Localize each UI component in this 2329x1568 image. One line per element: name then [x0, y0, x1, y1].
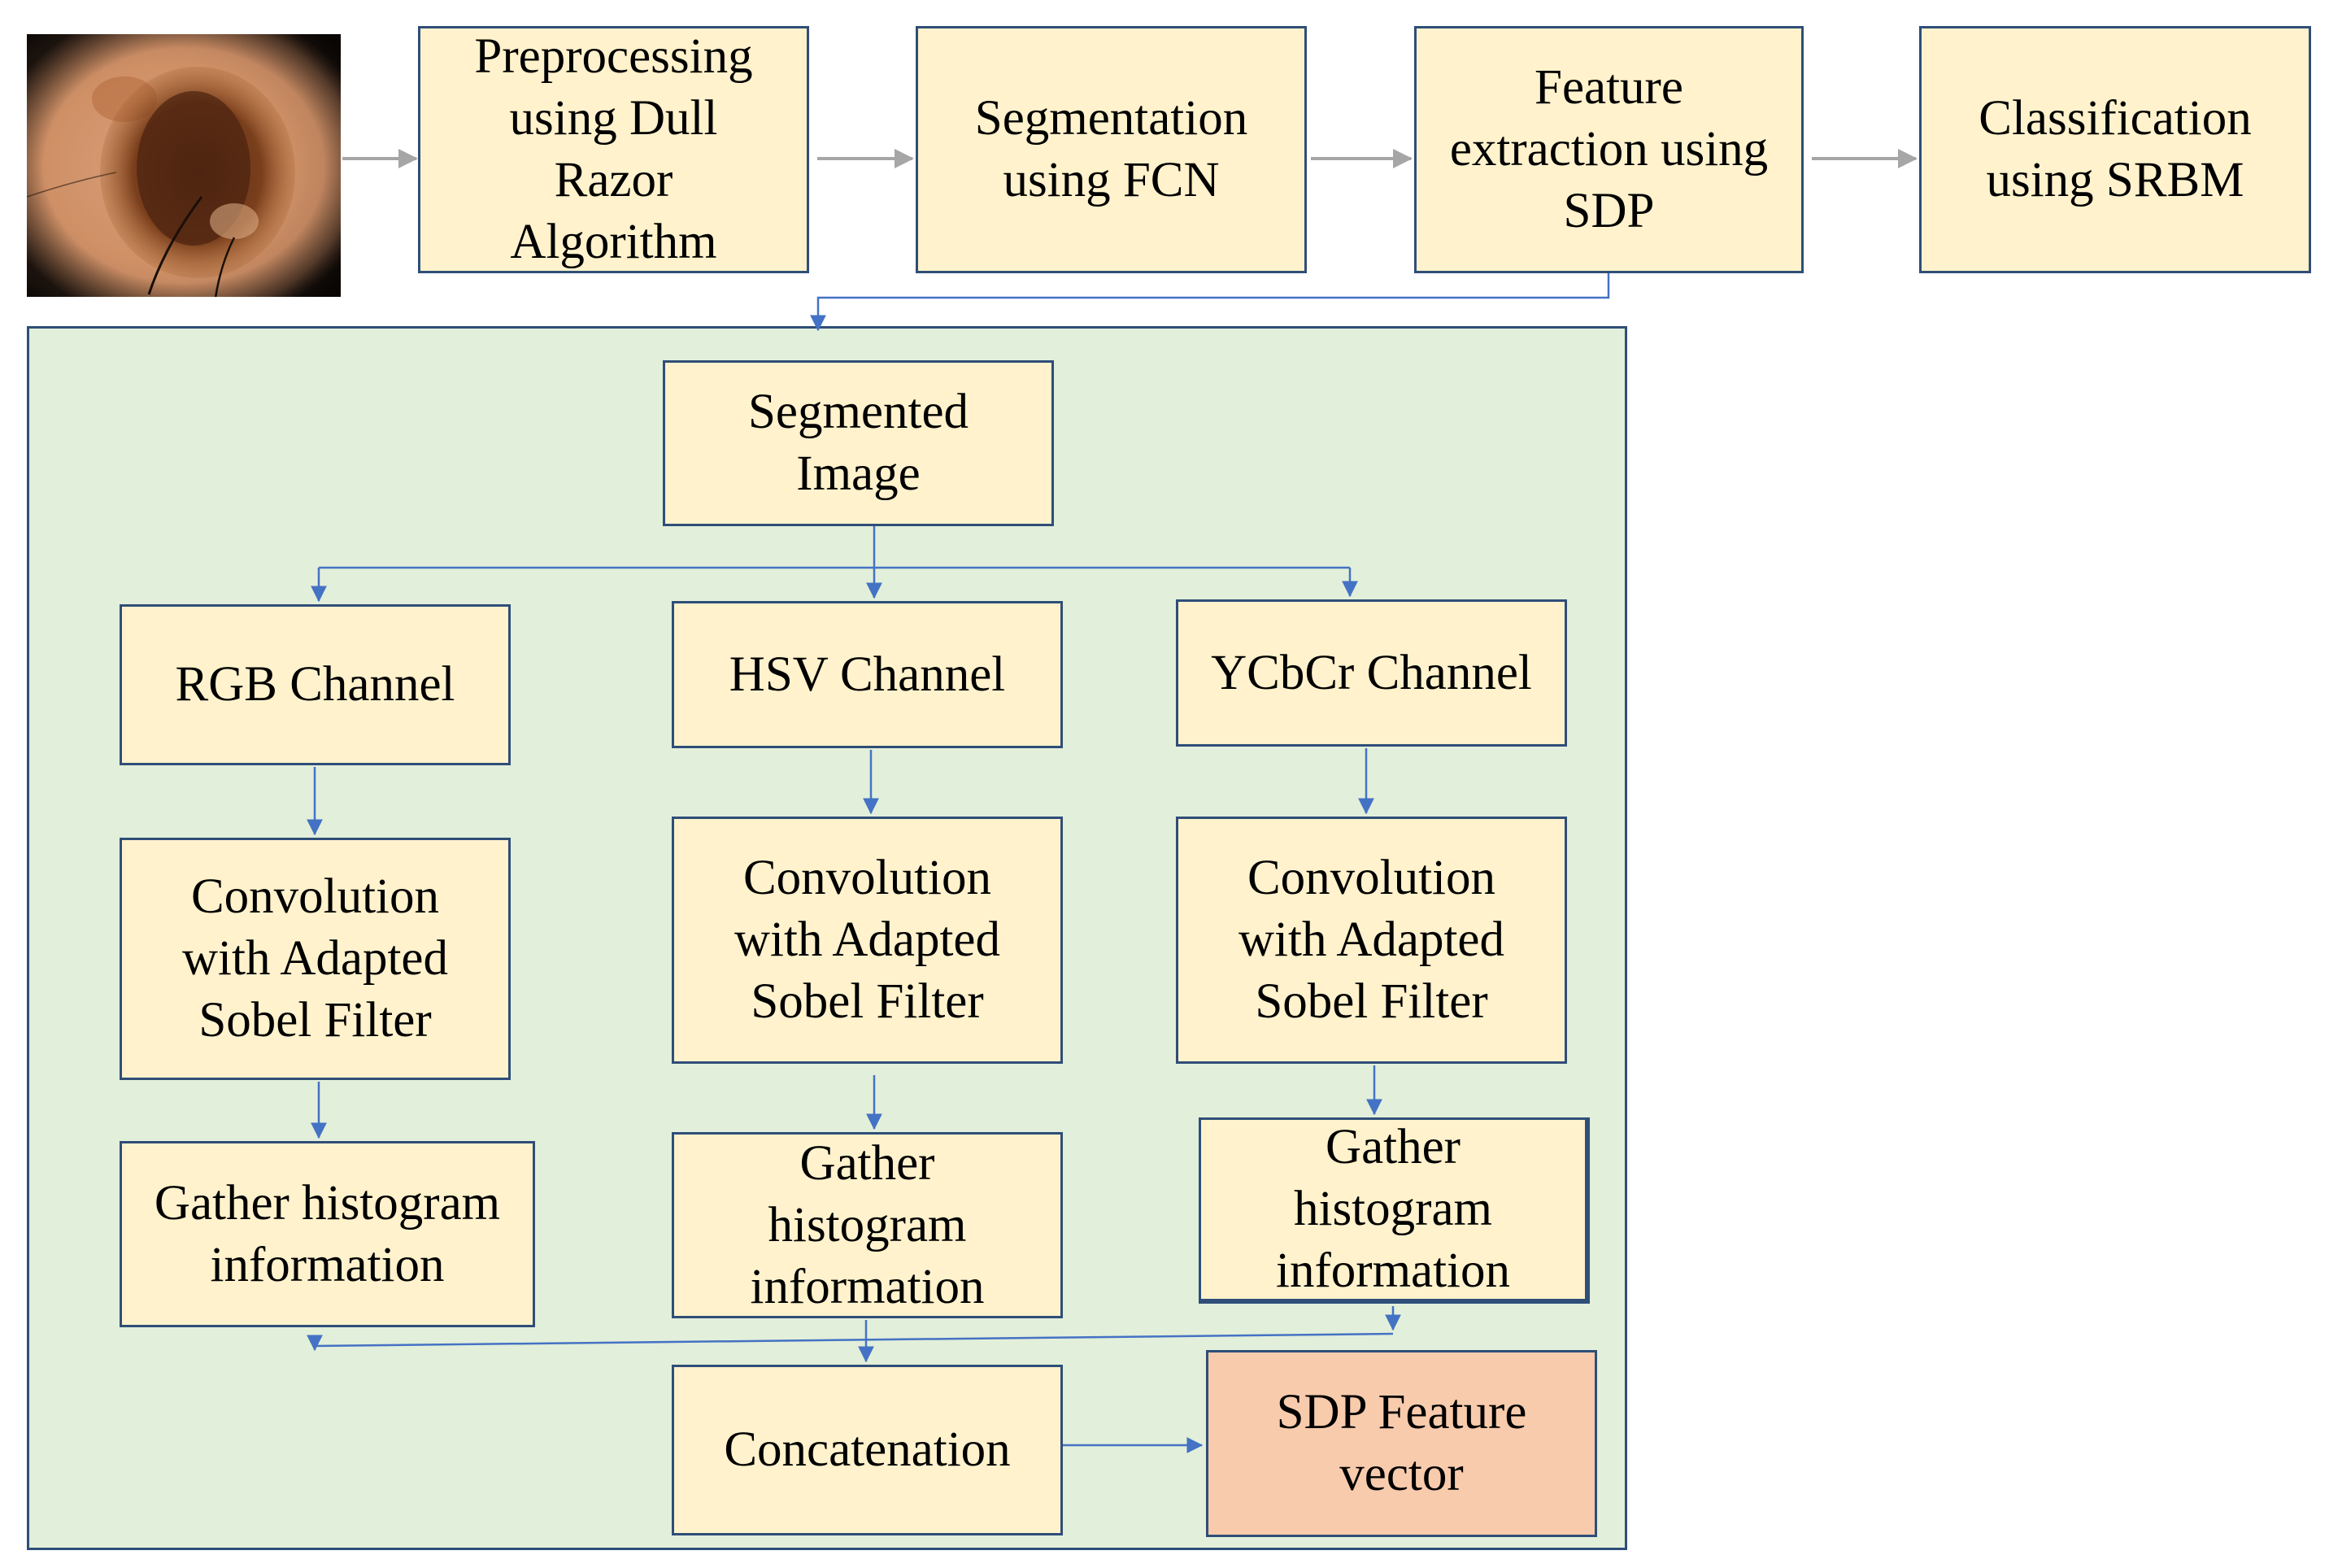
arrow-feature-to-sdp-panel — [810, 273, 1610, 332]
lesion-photo-icon — [27, 34, 341, 297]
classification-box: Classification using SRBM — [1919, 26, 2311, 273]
segmentation-box: Segmentation using FCN — [916, 26, 1307, 273]
sdp-feature-vector-box: SDP Feature vector — [1206, 1350, 1597, 1537]
rgb-channel-box: RGB Channel — [120, 604, 511, 765]
concatenation-box: Concatenation — [672, 1365, 1063, 1535]
segmented-image-box: Segmented Image — [663, 360, 1054, 526]
ycbcr-convolution-box: Convolution with Adapted Sobel Filter — [1176, 817, 1567, 1064]
rgb-convolution-box: Convolution with Adapted Sobel Filter — [120, 838, 511, 1080]
hsv-channel-box: HSV Channel — [672, 601, 1063, 748]
hsv-histogram-box: Gather histogram information — [672, 1132, 1063, 1318]
ycbcr-histogram-box: Gather histogram information — [1199, 1117, 1590, 1304]
ycbcr-channel-box: YCbCr Channel — [1176, 599, 1567, 747]
rgb-histogram-box: Gather histogram information — [120, 1141, 535, 1327]
dermoscopy-lesion-image — [27, 34, 341, 297]
preprocessing-box: Preprocessing using Dull Razor Algorithm — [418, 26, 809, 273]
merge-line — [314, 1332, 1394, 1348]
feature-extraction-box: Feature extraction using SDP — [1414, 26, 1804, 273]
hsv-convolution-box: Convolution with Adapted Sobel Filter — [672, 817, 1063, 1064]
